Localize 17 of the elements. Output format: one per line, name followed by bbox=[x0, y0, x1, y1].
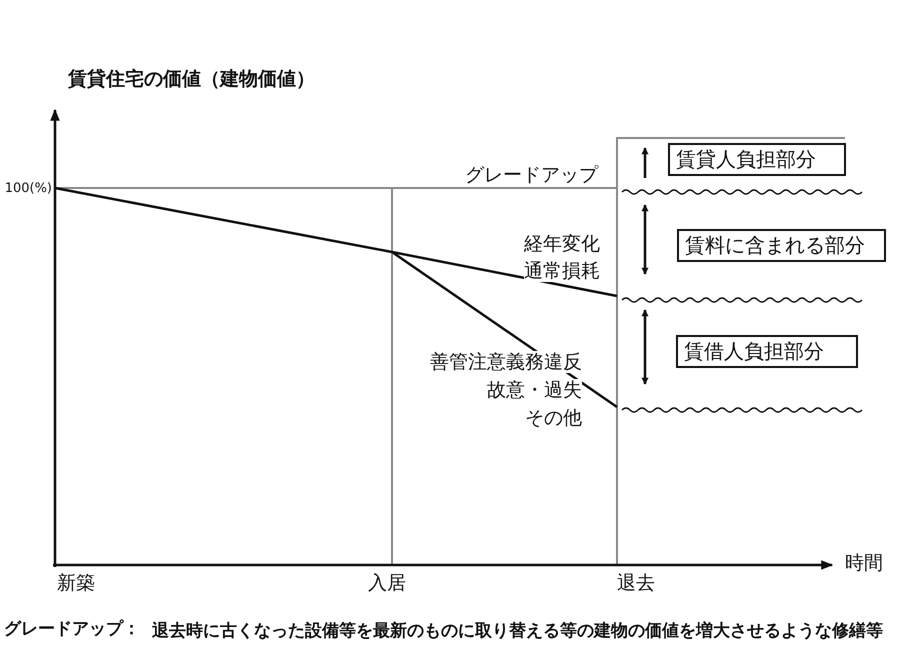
line-label: 故意・過失 bbox=[487, 379, 582, 401]
chart-title: 賃貸住宅の価値（建物価値） bbox=[68, 68, 315, 90]
axis-title: 時間 bbox=[845, 552, 883, 574]
axis-label: 入居 bbox=[368, 572, 406, 594]
line-label: その他 bbox=[525, 407, 582, 429]
axis-label: 退去 bbox=[617, 572, 655, 594]
note-text: 退去時に古くなった設備等を最新のものに取り替える等の建物の価値を増大させるような修繕等 bbox=[152, 620, 884, 643]
label-box: 賃料に含まれる部分 bbox=[677, 229, 886, 262]
label-box: 賃借人負担部分 bbox=[676, 335, 858, 368]
axis-value: 100(%) bbox=[4, 180, 52, 198]
line-label: 通常損耗 bbox=[524, 260, 600, 282]
line-label: 経年変化 bbox=[524, 233, 600, 255]
note-term: グレードアップ： bbox=[4, 618, 140, 640]
label-box: 賃貸人負担部分 bbox=[668, 143, 846, 176]
line-label: 善管注意義務違反 bbox=[430, 351, 582, 373]
line-label: グレードアップ bbox=[465, 164, 598, 186]
axis-label: 新築 bbox=[57, 572, 95, 594]
